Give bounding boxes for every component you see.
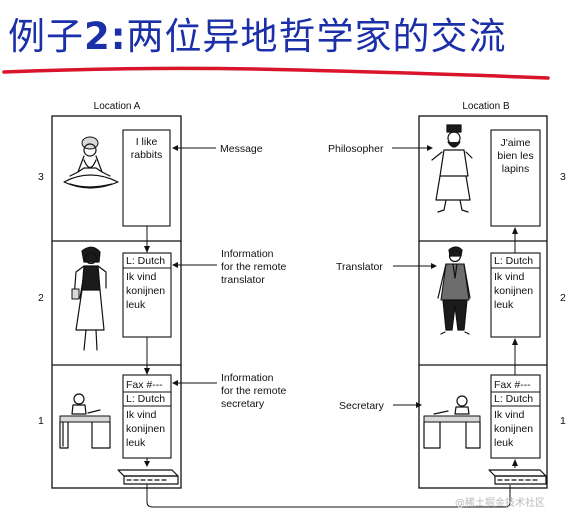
label-secretary: Secretary — [339, 400, 422, 412]
layer-number-3-right: 3 — [560, 171, 566, 183]
woman-translator-figure — [71, 246, 107, 351]
label-translator: Translator — [336, 261, 437, 273]
svg-text:leuk: leuk — [126, 437, 146, 449]
secretary-at-desk-figure-b — [423, 395, 481, 449]
svg-text:L: Dutch: L: Dutch — [494, 255, 533, 267]
man-translator-figure — [437, 246, 471, 335]
svg-text:Fax #---: Fax #--- — [494, 379, 531, 391]
svg-text:Message: Message — [220, 143, 263, 155]
svg-text:konijnen: konijnen — [126, 285, 165, 297]
watermark: @稀土掘金技术社区 — [455, 496, 545, 509]
svg-text:for the remote: for the remote — [221, 261, 287, 273]
svg-text:L: Dutch: L: Dutch — [126, 393, 165, 405]
layer-number-3-left: 3 — [38, 171, 44, 183]
fax-machine-icon-b — [488, 469, 547, 485]
svg-text:Ik vind: Ik vind — [494, 271, 525, 283]
svg-text:Ik vind: Ik vind — [126, 271, 157, 283]
layer-number-1-left: 1 — [38, 415, 44, 427]
location-a-stack — [51, 115, 182, 489]
svg-text:lapins: lapins — [502, 163, 529, 175]
label-philosopher: Philosopher — [328, 143, 433, 155]
svg-text:Information: Information — [221, 372, 274, 384]
label-message: Message — [172, 143, 263, 155]
svg-text:Information: Information — [221, 248, 274, 260]
svg-text:L: Dutch: L: Dutch — [494, 393, 533, 405]
message-box-a: I like rabbits — [122, 129, 171, 227]
translator-box-b: L: Dutch Ik vind konijnen leuk — [490, 252, 541, 338]
svg-text:Ik vind: Ik vind — [494, 409, 525, 421]
secretary-box-a: Fax #--- L: Dutch Ik vind konijnen leuk — [122, 374, 172, 459]
svg-text:for the remote: for the remote — [221, 385, 287, 397]
svg-text:leuk: leuk — [494, 437, 514, 449]
svg-text:J'aime: J'aime — [500, 137, 530, 149]
svg-text:Secretary: Secretary — [339, 400, 385, 412]
message-box-b: J'aime bien les lapins — [490, 129, 541, 227]
title-underline — [2, 66, 550, 80]
svg-text:translator: translator — [221, 274, 265, 286]
bearded-philosopher-figure — [431, 124, 473, 213]
svg-text:rabbits: rabbits — [131, 149, 163, 161]
svg-text:Fax #---: Fax #--- — [126, 379, 163, 391]
secretary-at-desk-figure — [59, 393, 111, 449]
svg-text:I like: I like — [136, 136, 158, 148]
layer-number-1-right: 1 — [560, 415, 566, 427]
location-b-stack — [418, 115, 548, 489]
flow-arrows-b — [512, 227, 518, 468]
secretary-box-b: Fax #--- L: Dutch Ik vind konijnen leuk — [490, 374, 541, 459]
slide-title: 例子2:两位异地哲学家的交流 — [8, 15, 507, 58]
svg-text:Ik vind: Ik vind — [126, 409, 157, 421]
svg-text:L: Dutch: L: Dutch — [126, 255, 165, 267]
location-b-label: Location B — [462, 101, 510, 112]
layer-number-2-right: 2 — [560, 292, 566, 304]
flow-arrows-a — [144, 226, 150, 467]
svg-text:secretary: secretary — [221, 398, 265, 410]
fax-machine-icon — [117, 469, 179, 485]
svg-text:konijnen: konijnen — [126, 423, 165, 435]
label-info-secretary: Information for the remote secretary — [172, 372, 287, 410]
svg-text:konijnen: konijnen — [494, 285, 533, 297]
svg-text:konijnen: konijnen — [494, 423, 533, 435]
svg-text:leuk: leuk — [126, 299, 146, 311]
label-info-translator: Information for the remote translator — [172, 248, 287, 286]
location-a-label: Location A — [94, 101, 141, 112]
svg-text:Translator: Translator — [336, 261, 383, 273]
fax-transmission-line — [146, 484, 511, 508]
translator-box-a: L: Dutch Ik vind konijnen leuk — [122, 252, 172, 338]
svg-text:Philosopher: Philosopher — [328, 143, 384, 155]
svg-text:bien les: bien les — [497, 150, 533, 162]
svg-text:leuk: leuk — [494, 299, 514, 311]
layer-number-2-left: 2 — [38, 292, 44, 304]
meditating-philosopher-figure — [63, 136, 119, 189]
